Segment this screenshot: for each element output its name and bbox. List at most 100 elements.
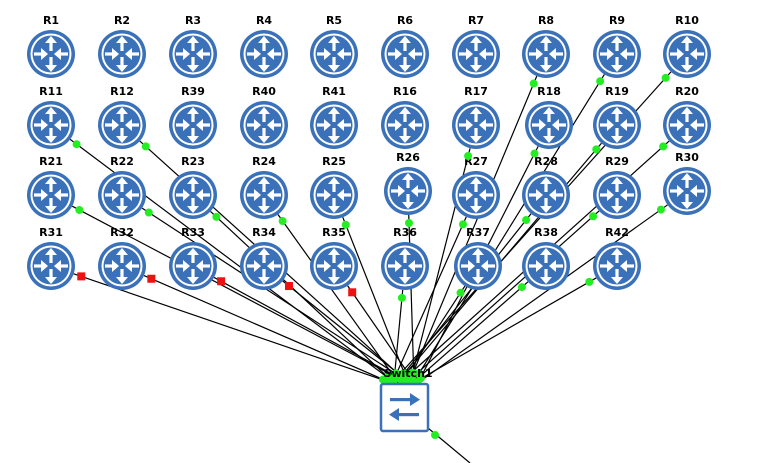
router-node-r6[interactable]: R6 bbox=[381, 14, 429, 78]
router-node-r25[interactable]: R25 bbox=[310, 155, 358, 219]
link-r32-switch bbox=[143, 275, 397, 386]
router-node-r36[interactable]: R36 bbox=[381, 226, 429, 290]
router-label: R21 bbox=[39, 155, 63, 168]
router-node-r42[interactable]: R42 bbox=[593, 226, 641, 290]
router-node-r27[interactable]: R27 bbox=[452, 155, 500, 219]
router-node-r30[interactable]: R30 bbox=[663, 151, 711, 215]
router-node-r21[interactable]: R21 bbox=[27, 155, 75, 219]
port-up-indicator-r10 bbox=[661, 73, 670, 82]
router-node-r10[interactable]: R10 bbox=[663, 14, 711, 78]
router-node-r34[interactable]: R34 bbox=[240, 226, 288, 290]
port-down-indicator-r35 bbox=[348, 288, 357, 297]
router-node-r5[interactable]: R5 bbox=[310, 14, 358, 78]
router-icon bbox=[384, 167, 432, 215]
router-node-r26[interactable]: R26 bbox=[384, 151, 432, 215]
router-label: R7 bbox=[468, 14, 484, 27]
router-label: R32 bbox=[110, 226, 134, 239]
router-node-r33[interactable]: R33 bbox=[169, 226, 217, 290]
router-label: R37 bbox=[466, 226, 490, 239]
router-icon bbox=[663, 30, 711, 78]
router-node-r31[interactable]: R31 bbox=[27, 226, 75, 290]
router-label: R24 bbox=[252, 155, 276, 168]
router-node-r35[interactable]: R35 bbox=[310, 226, 358, 290]
router-icon bbox=[240, 101, 288, 149]
router-icon bbox=[310, 30, 358, 78]
router-node-r39[interactable]: R39 bbox=[169, 85, 217, 149]
router-node-r20[interactable]: R20 bbox=[663, 85, 711, 149]
router-node-r32[interactable]: R32 bbox=[98, 226, 146, 290]
switch-port-indicator-r37 bbox=[401, 373, 410, 382]
switch-icon bbox=[389, 393, 420, 421]
router-node-r17[interactable]: R17 bbox=[452, 85, 500, 149]
router-node-r18[interactable]: R18 bbox=[525, 85, 573, 149]
router-label: R26 bbox=[396, 151, 420, 164]
router-icon bbox=[98, 171, 146, 219]
port-up-indicator-r37 bbox=[456, 288, 465, 297]
router-node-r2[interactable]: R2 bbox=[98, 14, 146, 78]
link-r42-switch bbox=[414, 277, 597, 383]
router-node-r22[interactable]: R22 bbox=[98, 155, 146, 219]
router-icon bbox=[522, 171, 570, 219]
link-r30-switch bbox=[411, 204, 668, 388]
router-node-r1[interactable]: R1 bbox=[27, 14, 75, 78]
router-icon bbox=[27, 101, 75, 149]
port-up-indicator-r12 bbox=[141, 142, 150, 151]
router-node-r7[interactable]: R7 bbox=[452, 14, 500, 78]
router-node-r37[interactable]: R37 bbox=[454, 226, 502, 290]
switch-node[interactable]: Switch1 bbox=[379, 367, 433, 433]
router-node-r11[interactable]: R11 bbox=[27, 85, 75, 149]
router-icon bbox=[27, 171, 75, 219]
link-r37-switch bbox=[400, 285, 466, 385]
router-node-r9[interactable]: R9 bbox=[593, 14, 641, 78]
router-label: R16 bbox=[393, 85, 417, 98]
router-label: R20 bbox=[675, 85, 699, 98]
router-node-r23[interactable]: R23 bbox=[169, 155, 217, 219]
link-r38-switch bbox=[407, 281, 529, 388]
switch-uplink-port-indicator bbox=[431, 431, 439, 439]
router-icon bbox=[310, 242, 358, 290]
router-label: R30 bbox=[675, 151, 699, 164]
router-icon bbox=[593, 101, 641, 149]
router-label: R17 bbox=[464, 85, 488, 98]
router-icon bbox=[310, 171, 358, 219]
link-r34-switch bbox=[282, 280, 411, 384]
port-up-indicator-r18 bbox=[530, 149, 539, 158]
router-label: R28 bbox=[534, 155, 558, 168]
router-node-r41[interactable]: R41 bbox=[310, 85, 358, 149]
router-label: R4 bbox=[256, 14, 272, 27]
router-node-r19[interactable]: R19 bbox=[593, 85, 641, 149]
router-icon bbox=[169, 171, 217, 219]
router-node-r3[interactable]: R3 bbox=[169, 14, 217, 78]
router-node-r29[interactable]: R29 bbox=[593, 155, 641, 219]
link-r21-switch bbox=[71, 205, 410, 385]
router-node-r8[interactable]: R8 bbox=[522, 14, 570, 78]
router-icon bbox=[452, 101, 500, 149]
router-label: R34 bbox=[252, 226, 276, 239]
router-node-r38[interactable]: R38 bbox=[522, 226, 570, 290]
router-node-r28[interactable]: R28 bbox=[522, 155, 570, 219]
link-r35-switch bbox=[347, 285, 418, 387]
port-up-indicator-r17 bbox=[464, 152, 473, 161]
link-r31-switch bbox=[73, 273, 390, 383]
router-node-r4[interactable]: R4 bbox=[240, 14, 288, 78]
router-node-r12[interactable]: R12 bbox=[98, 85, 146, 149]
port-up-indicator-r11 bbox=[72, 140, 81, 149]
port-up-indicator-r25 bbox=[341, 220, 350, 229]
router-icon bbox=[98, 101, 146, 149]
port-up-indicator-r27 bbox=[458, 220, 467, 229]
router-label: R10 bbox=[675, 14, 699, 27]
router-icon bbox=[169, 30, 217, 78]
router-node-r24[interactable]: R24 bbox=[240, 155, 288, 219]
router-label: R31 bbox=[39, 226, 63, 239]
router-label: R8 bbox=[538, 14, 554, 27]
switch-port-indicator-r31 bbox=[378, 375, 387, 384]
port-up-indicator-r9 bbox=[596, 77, 605, 86]
router-node-r40[interactable]: R40 bbox=[240, 85, 288, 149]
port-up-indicator-r24 bbox=[278, 217, 287, 226]
link-r33-switch bbox=[213, 276, 404, 381]
router-icon bbox=[240, 30, 288, 78]
router-node-r16[interactable]: R16 bbox=[381, 85, 429, 149]
switch-port-indicator-r42 bbox=[416, 374, 425, 383]
router-label: R39 bbox=[181, 85, 205, 98]
